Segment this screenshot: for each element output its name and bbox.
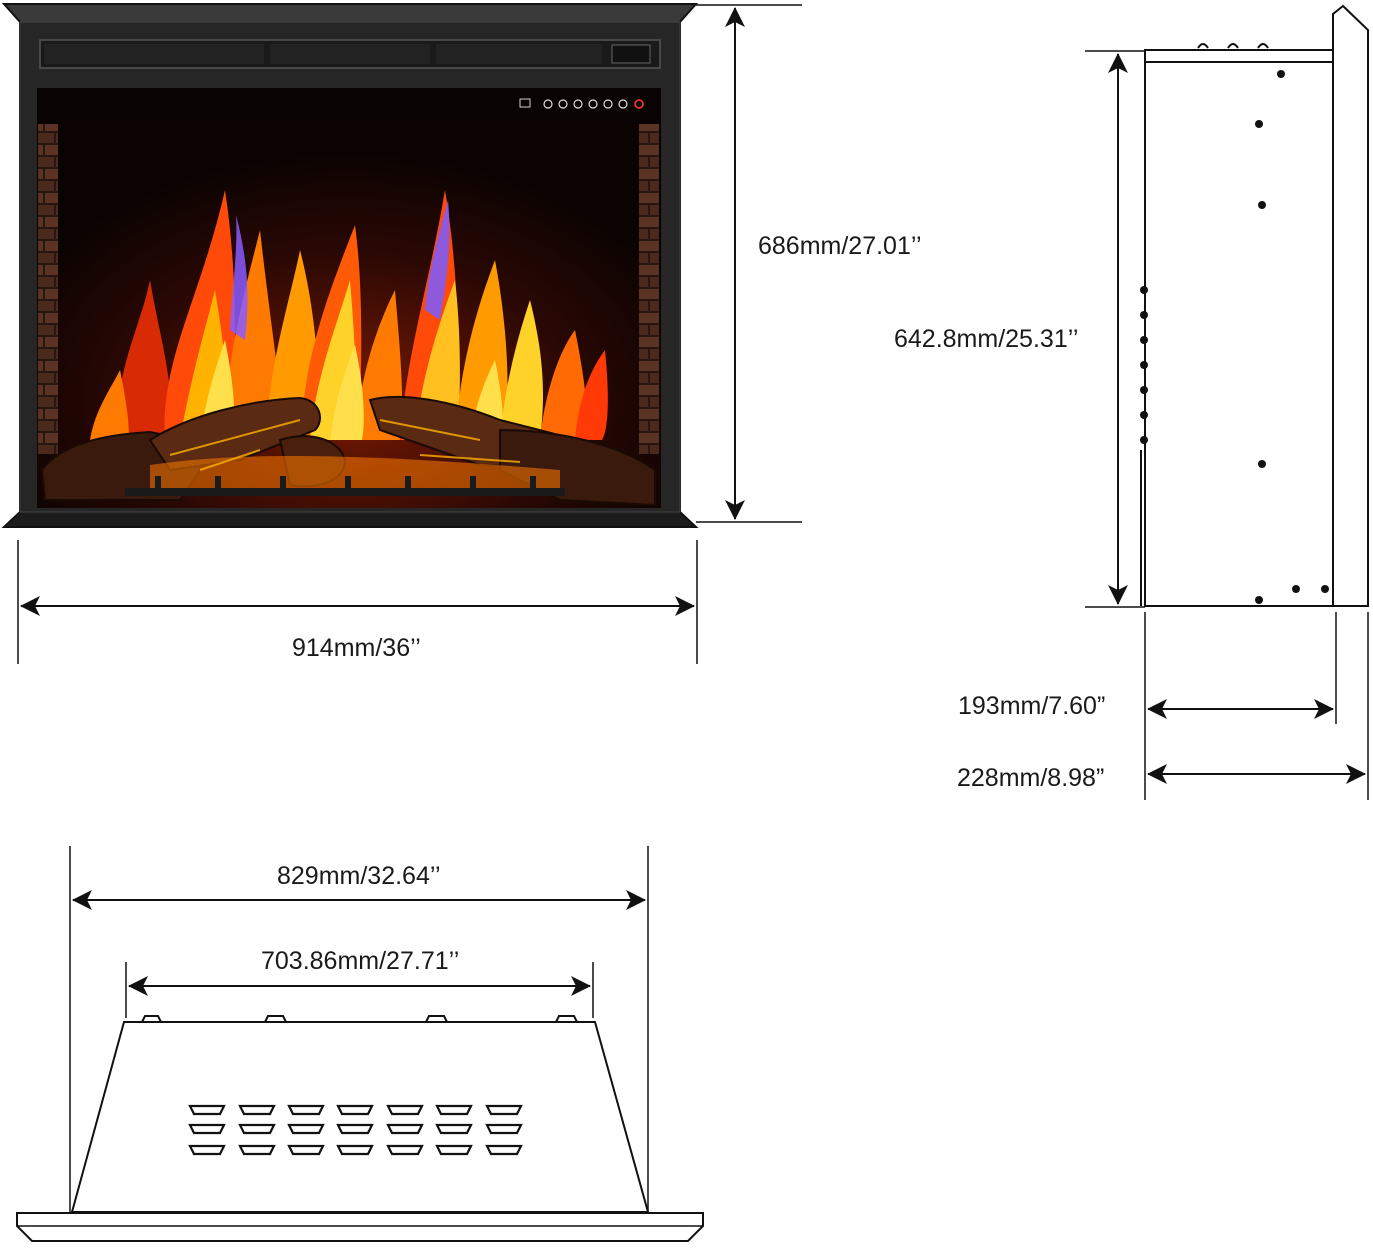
brick-wall-right — [639, 124, 659, 454]
side-view — [1085, 4, 1369, 800]
front-height-label: 686mm/27.01’’ — [758, 232, 922, 260]
body-depth-label: 193mm/7.60” — [958, 692, 1105, 720]
heat-icon[interactable] — [573, 99, 583, 109]
top-body — [70, 1021, 650, 1213]
flame-icon[interactable] — [558, 99, 568, 109]
side-front-plate — [1332, 4, 1369, 607]
vent-switch — [611, 44, 651, 64]
light-icon[interactable] — [588, 99, 598, 109]
vent-row — [188, 1123, 523, 1135]
vent-row — [188, 1104, 523, 1116]
power-icon[interactable] — [634, 99, 644, 109]
mode-icon[interactable] — [603, 99, 613, 109]
front-view: 686mm/27.01’’ 914mm/36’’ — [1, 3, 922, 664]
top-inner-width-label: 703.86mm/27.71’’ — [261, 947, 459, 975]
top-front-plate — [16, 1212, 704, 1242]
top-view — [16, 846, 704, 1242]
top-outer-width-label: 829mm/32.64’’ — [277, 862, 441, 890]
side-height-label: 642.8mm/25.31’’ — [894, 325, 1078, 353]
logs — [40, 395, 656, 507]
control-panel — [519, 98, 644, 109]
vent-row — [188, 1144, 523, 1156]
timer-icon[interactable] — [543, 99, 553, 109]
front-width-label: 914mm/36’’ — [292, 634, 421, 662]
vent-slots — [188, 1104, 523, 1156]
total-depth-label: 228mm/8.98” — [957, 764, 1104, 792]
dimmer-icon[interactable] — [618, 99, 628, 109]
brick-wall-left — [38, 124, 58, 454]
side-body — [1144, 49, 1334, 607]
